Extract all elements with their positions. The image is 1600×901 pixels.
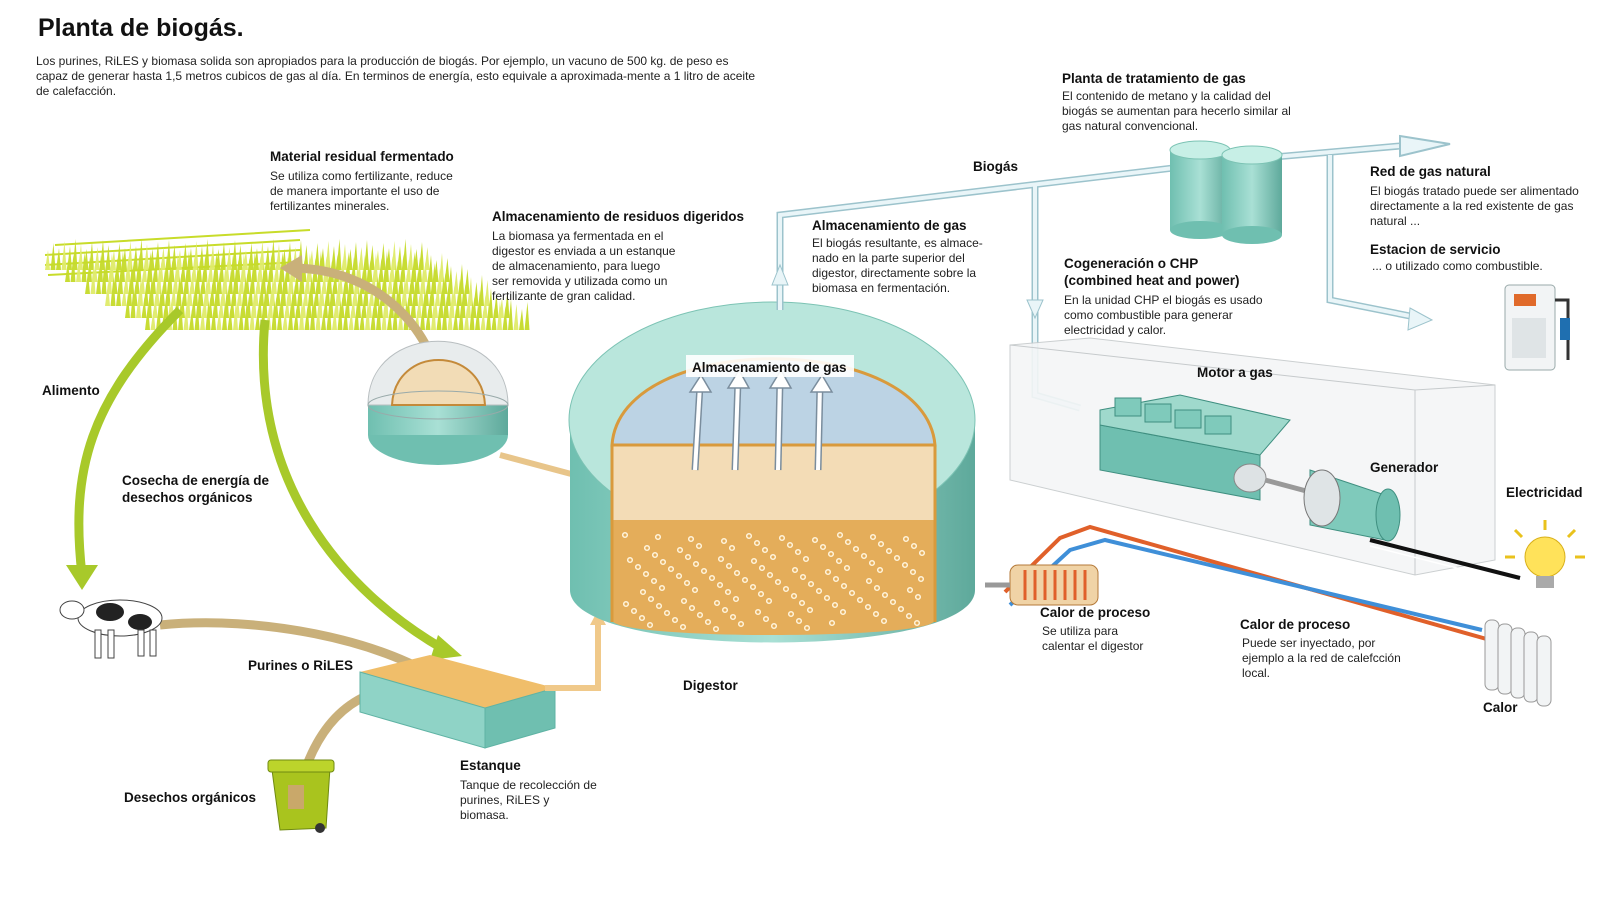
digestor-illustration: [568, 301, 976, 643]
calor-label: Calor: [1483, 700, 1518, 715]
radiator-illustration: [1484, 619, 1552, 707]
almacenamiento-residuos-label: Almacenamiento de residuos digeridos La …: [492, 208, 782, 304]
cosecha-arrow: [258, 319, 448, 654]
red-gas-text: El biogás tratado puede ser alimentado d…: [1370, 184, 1579, 228]
storage-dome-illustration: [367, 340, 509, 465]
cosecha-label: Cosecha de energía de desechos orgánicos: [122, 473, 270, 505]
planta-tratamiento-title: Planta de tratamiento de gas: [1062, 71, 1246, 86]
almacenamiento-gas-text: El biogás resultante, es almace-nado en …: [812, 236, 983, 295]
cogeneracion-title: Cogeneración o CHP (combined heat and po…: [1064, 256, 1240, 288]
almacenamiento-residuos-title: Almacenamiento de residuos digeridos: [492, 209, 745, 224]
almacenamiento-gas-title: Almacenamiento de gas: [812, 218, 967, 233]
material-residual-text: Se utiliza como fertilizante, reduce de …: [270, 169, 453, 213]
material-residual-title: Material residual fermentado: [270, 149, 454, 164]
light-bulb-icon: [1505, 520, 1585, 588]
calor-proceso-2-text: Puede ser inyectado, por ejemplo a la re…: [1242, 636, 1401, 680]
collection-pit-illustration: [359, 655, 556, 749]
intro-text: Los purines, RiLES y biomasa solida son …: [36, 54, 756, 98]
gas-treatment-illustration: [1169, 140, 1283, 244]
red-gas-label: Red de gas natural El biogás tratado pue…: [1370, 163, 1600, 229]
almacenamiento-gas-label: Almacenamiento de gas El biogás resultan…: [812, 217, 1012, 296]
alimento-label: Alimento: [42, 383, 100, 398]
biogas-label: Biogás: [973, 159, 1019, 174]
planta-tratamiento-label: Planta de tratamiento de gas El contenid…: [1062, 70, 1312, 134]
material-residual-label: Material residual fermentado Se utiliza …: [270, 148, 480, 214]
estanque-text: Tanque de recolección de purines, RiLES …: [460, 778, 597, 822]
generador-label: Generador: [1370, 460, 1439, 475]
fuel-pump-illustration: [1504, 284, 1570, 371]
gas-engine-illustration: [1099, 394, 1311, 501]
almacenamiento-residuos-text: La biomasa ya fermentada en el digestor …: [492, 229, 676, 303]
electricidad-label: Electricidad: [1506, 485, 1583, 500]
page-title: Planta de biogás.: [38, 14, 244, 42]
estanque-label: Estanque Tanque de recolección de purine…: [460, 757, 610, 823]
estacion-title: Estacion de servicio: [1370, 242, 1501, 257]
calor-proceso-2-label: Calor de proceso Puede ser inyectado, po…: [1240, 616, 1410, 681]
calor-proceso-1-text: Se utiliza para calentar el digestor: [1042, 624, 1144, 653]
calor-proceso-1-title: Calor de proceso: [1040, 605, 1151, 620]
cow-illustration: [59, 599, 163, 659]
almacenamiento-gas-inner-label: Almacenamiento de gas: [692, 360, 847, 375]
planta-tratamiento-text: El contenido de metano y la calidad del …: [1062, 89, 1291, 133]
generator-illustration: [1303, 469, 1401, 542]
cogeneracion-text: En la unidad CHP el biogás es usado como…: [1064, 293, 1263, 337]
motor-label: Motor a gas: [1197, 365, 1273, 380]
calor-proceso-1-label: Calor de proceso Se utiliza para calenta…: [1040, 604, 1200, 654]
estanque-title: Estanque: [460, 758, 521, 773]
alimento-arrow: [74, 306, 184, 576]
red-gas-title: Red de gas natural: [1370, 164, 1491, 179]
calor-proceso-2-title: Calor de proceso: [1240, 617, 1351, 632]
estacion-label: Estacion de servicio ... o utilizado com…: [1370, 241, 1600, 274]
digestor-label: Digestor: [683, 678, 738, 693]
estacion-text: ... o utilizado como combustible.: [1372, 259, 1543, 273]
cogeneracion-label: Cogeneración o CHP (combined heat and po…: [1064, 255, 1294, 338]
purines-label: Purines o RiLES: [248, 658, 354, 673]
waste-bin-illustration: [267, 759, 335, 833]
grass-field-illustration: [44, 229, 530, 330]
desechos-label: Desechos orgánicos: [124, 790, 257, 805]
heat-exchanger-illustration: [985, 564, 1099, 606]
